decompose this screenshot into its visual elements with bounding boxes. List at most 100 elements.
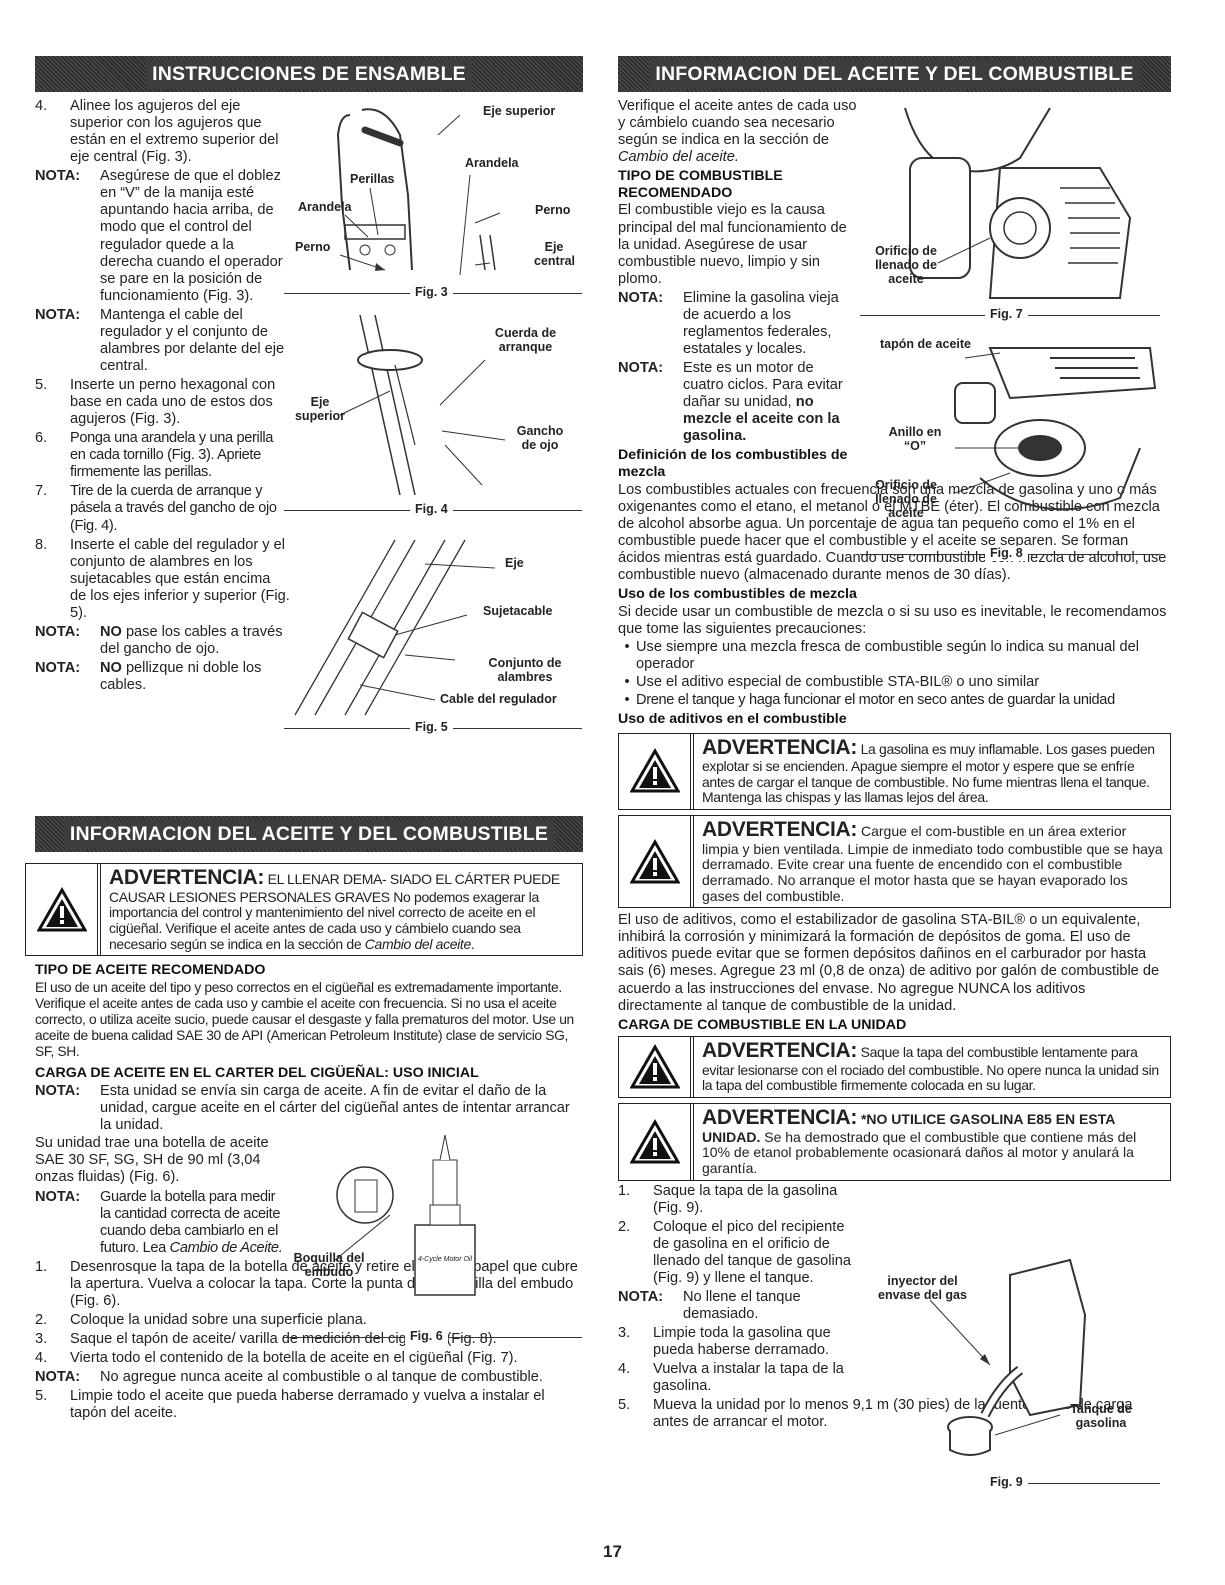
fuel-note-2: Este es un motor de cuatro ciclos. Para … (683, 360, 843, 445)
fig3-label-bolt-1: Perno (535, 203, 571, 217)
fig5-label-throttle-cable: Cable del regulador (440, 692, 557, 706)
fig9-label-gas-can-spout: inyector del envase del gas (878, 1274, 967, 1302)
fuel-flammable-warning: ADVERTENCIA: La gasolina es muy inflamab… (618, 732, 1171, 811)
cable-routing-illustration (294, 539, 496, 716)
fuel-definition-text: Los combustibles actuales con frecuencia… (618, 481, 1167, 583)
fuel-step-4: Vuelva a instalar la tapa de la gasolina… (653, 1361, 844, 1395)
fig4-label-upper-shaft: Eje superior (294, 395, 345, 423)
oil-type-heading: TIPO DE ACEITE RECOMENDADO (35, 962, 266, 979)
assembly-note-4: NO pellizque ni doble los cables. (100, 660, 262, 694)
fuel-blend-use-heading: Uso de los combustibles de mezcla (618, 585, 857, 602)
oil-step-3: Saque el tapón de aceite/ varilla de med… (70, 1331, 497, 1347)
oil-overfill-warning: ADVERTENCIA: EL LLENAR DEMA- SIADO EL CÁ… (25, 863, 583, 957)
fig7-caption: Fig. 7 (985, 307, 1028, 322)
fig9-divider (985, 1483, 1160, 1484)
fig6-bottle-label: 4-Cycle Motor Oil (417, 1256, 473, 1263)
fuel-note-3: No llene el tanque demasiado. (683, 1289, 801, 1323)
oil-fill-heading: CARGA DE ACEITE EN EL CARTER DEL CIGÜEÑA… (35, 1064, 479, 1081)
fig5-label-wire-harness: Conjunto de alambres (488, 656, 562, 684)
assembly-banner: INSTRUCCIONES DE ENSAMBLE (35, 56, 583, 92)
fig4-caption: Fig. 4 (410, 502, 453, 517)
fuel-e85-warning: ADVERTENCIA: *NO UTILICE GASOLINA E85 EN… (618, 1103, 1171, 1181)
assembly-step-6: Ponga una arandela y una perilla en cada… (70, 430, 274, 481)
assembly-step-5: Inserte un perno hexagonal con base en c… (70, 377, 276, 428)
fuel-bullet-1: Use siempre una mezcla fresca de combust… (636, 638, 1139, 672)
fuel-intro-wrap: Verifique el aceite antes de cada uso y … (618, 98, 857, 480)
fig5-caption: Fig. 5 (410, 720, 453, 735)
fuel-cap-warning: ADVERTENCIA: Saque la tapa del combustib… (618, 1036, 1171, 1099)
fuel-blend-use-text: Si decide usar un combustible de mezcla … (618, 603, 1167, 637)
figure-8: tapón de aceite Anillo en “O” Orificio d… (870, 328, 1170, 548)
fig9-caption: Fig. 9 (985, 1475, 1028, 1490)
oil-fill-note: Esta unidad se envía sin carga de aceite… (100, 1083, 570, 1134)
assembly-note-3: NO pase los cables a través del gancho d… (100, 623, 283, 657)
figure-4: Cuerda de arranque Eje superior Gancho d… (290, 305, 590, 505)
handle-assembly-illustration (336, 108, 501, 276)
fuel-note-1: Elimine la gasolina vieja de acuerdo a l… (683, 289, 839, 357)
fuel-step-2: Coloque el pico del recipiente de gasoli… (653, 1218, 851, 1286)
figure-7: Orificio de llenado de aceite (870, 98, 1170, 308)
fig6-label-funnel-nozzle: Boquilla del embudo (293, 1251, 365, 1279)
oil-step-4: Vierta todo el contenido de la botella d… (70, 1350, 518, 1367)
assembly-text: 4.Alinee los agujeros del eje superior c… (35, 98, 290, 694)
oil-keep-bottle-note: Guarde la botella para medir la cantidad… (100, 1188, 283, 1256)
warning-triangle-icon (26, 864, 98, 956)
fuel-banner: INFORMACION DEL ACEITE Y DEL COMBUSTIBLE (618, 56, 1171, 92)
page-number: 17 (603, 1542, 622, 1561)
oil-section: ADVERTENCIA: EL LLENAR DEMA- SIADO EL CÁ… (25, 858, 583, 1422)
oil-step-5: Limpie todo el aceite que pueda haberse … (70, 1388, 545, 1422)
fuel-bullet-2: Use el aditivo especial de combustible S… (636, 673, 1040, 690)
fig3-label-center-shaft: Eje central (534, 240, 575, 268)
fig8-label-o-ring: Anillo en “O” (888, 425, 942, 453)
figure-9: inyector del envase del gas Tanque de ga… (870, 1255, 1170, 1465)
fig5-label-cable-tie: Sujetacable (483, 604, 553, 618)
fuel-section: Verifique el aceite antes de cada uso y … (618, 98, 1171, 1432)
oil-never-note: No agregue nunca aceite al combustible o… (100, 1369, 543, 1386)
figure-5: Eje Sujetacable Conjunto de alambres Cab… (285, 520, 590, 720)
left-column: INSTRUCCIONES DE ENSAMBLE 4.Alinee los a… (25, 56, 583, 1421)
fig8-label-oil-cap: tapón de aceite (880, 337, 971, 351)
warning-triangle-icon (619, 816, 691, 908)
fuel-type-text: El combustible viejo es la causa princip… (618, 202, 847, 287)
fig6-caption: Fig. 6 (405, 1329, 448, 1344)
oil-step-2: Coloque la unidad sobre una superficie p… (70, 1311, 367, 1328)
fig5-label-shaft: Eje (505, 556, 524, 570)
fuel-additives-text: El uso de aditivos, como el estabilizado… (618, 912, 1160, 1014)
fig3-caption: Fig. 3 (410, 285, 453, 300)
figure-6: Boquilla del embudo 4-Cycle Motor Oil (285, 1134, 585, 1335)
warning-triangle-icon (619, 1104, 691, 1180)
gas-can-fill-illustration (929, 1258, 1087, 1456)
fig8-caption: Fig. 8 (985, 546, 1028, 561)
oil-type-text: El uso de un aceite del tipo y peso corr… (35, 979, 574, 1060)
fig4-label-eye-hook: Gancho de ojo (516, 424, 564, 452)
fuel-step-5: Mueva la unidad por lo menos 9,1 m (30 p… (653, 1397, 1133, 1431)
fig3-label-upper-shaft: Eje superior (483, 104, 556, 118)
oil-bottle-illustration (334, 1134, 476, 1296)
engine-oil-cap-illustration (954, 347, 1157, 511)
fuel-step-1: Saque la tapa de la gasolina (Fig. 9). (653, 1182, 838, 1216)
fig8-label-oil-fill-hole: Orificio de llenado de aceite (875, 478, 937, 520)
warning-triangle-icon (619, 1037, 691, 1098)
assembly-step-4: Alinee los agujeros del eje superior con… (70, 98, 279, 166)
fig4-label-starter-rope: Cuerda de arranque (494, 326, 557, 354)
starter-rope-illustration (339, 314, 506, 496)
engine-oil-fill-illustration (904, 107, 1132, 299)
assembly-step-7: Tire de la cuerda de arranque y pásela a… (70, 483, 277, 534)
warning-triangle-icon (619, 733, 691, 810)
fig7-label-oil-fill-hole: Orificio de llenado de aceite (875, 244, 937, 286)
fuel-bullet-3: Drene el tanque y haga funcionar el moto… (636, 691, 1115, 708)
fuel-intro: Verifique el aceite antes de cada uso y … (618, 98, 857, 166)
assembly-note-2: Mantenga el cable del regulador y el con… (100, 306, 285, 374)
fuel-fill-heading: CARGA DE COMBUSTIBLE EN LA UNIDAD (618, 1016, 907, 1033)
fig3-label-washer-2: Arandela (298, 200, 352, 214)
fig3-label-washer-1: Arandela (465, 156, 519, 170)
assembly-step-8: Inserte el cable del regulador y el conj… (70, 536, 290, 621)
fuel-definition-heading: Definición de los combustibles de mezcla (618, 447, 848, 480)
fig3-label-bolt-2: Perno (295, 240, 331, 254)
fuel-fill-steps: 1.Saque la tapa de la gasolina (Fig. 9).… (618, 1183, 858, 1396)
fuel-additives-heading: Uso de aditivos en el combustible (618, 710, 847, 727)
fig9-label-fuel-tank: Tanque de gasolina (1070, 1402, 1132, 1430)
figure-3: Eje superior Arandela Perillas Arandela … (290, 95, 590, 295)
fig3-label-knobs: Perillas (350, 172, 395, 186)
oil-banner: INFORMACION DEL ACEITE Y DEL COMBUSTIBLE (35, 816, 583, 852)
